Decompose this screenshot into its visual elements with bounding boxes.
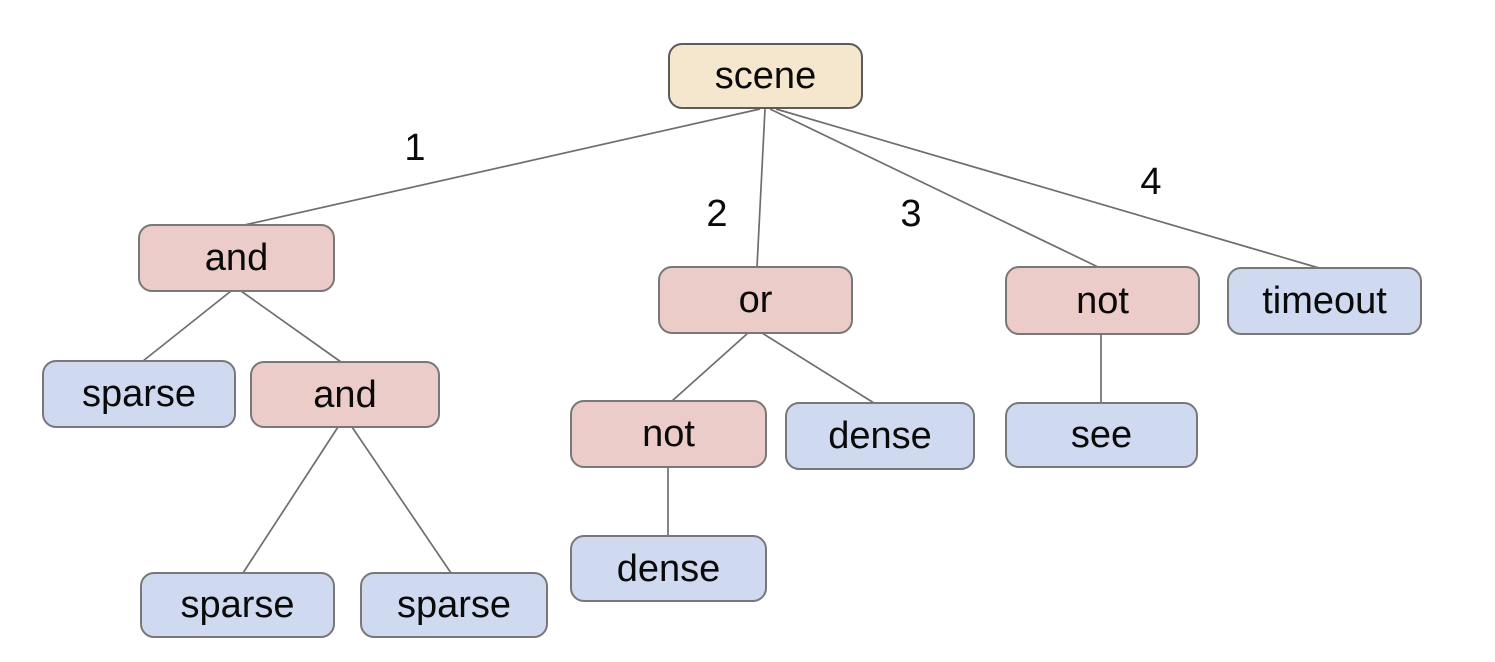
node-scene: scene xyxy=(668,43,863,109)
edge-label-4: 4 xyxy=(1140,161,1162,203)
node-and-2: and xyxy=(250,361,440,428)
edge-scene-or xyxy=(756,108,766,268)
edge-label-3: 3 xyxy=(900,193,922,235)
edge-label-2: 2 xyxy=(706,193,728,235)
node-or-1: or xyxy=(658,266,853,334)
edge-label-1: 1 xyxy=(404,127,426,169)
edge-or-dense xyxy=(761,332,875,404)
node-timeout-1: timeout xyxy=(1227,267,1422,335)
edge-scene-and xyxy=(239,108,761,227)
node-see-1: see xyxy=(1005,402,1198,468)
node-sparse-3: sparse xyxy=(360,572,548,638)
edge-and-sparse xyxy=(142,290,232,362)
node-sparse-1: sparse xyxy=(42,360,236,428)
node-sparse-2: sparse xyxy=(140,572,335,638)
node-dense-2: dense xyxy=(570,535,767,602)
edge-scene-not xyxy=(769,108,1099,268)
edge-or-not xyxy=(671,332,749,402)
edge-and2-sparse3 xyxy=(351,426,452,574)
edge-scene-timeout xyxy=(775,108,1320,269)
edge-and-and xyxy=(240,290,342,363)
node-dense-1: dense xyxy=(785,402,975,470)
node-not-1: not xyxy=(1005,266,1200,335)
node-not-2: not xyxy=(570,400,767,468)
node-and-1: and xyxy=(138,224,335,292)
edge-and2-sparse2 xyxy=(242,426,339,574)
